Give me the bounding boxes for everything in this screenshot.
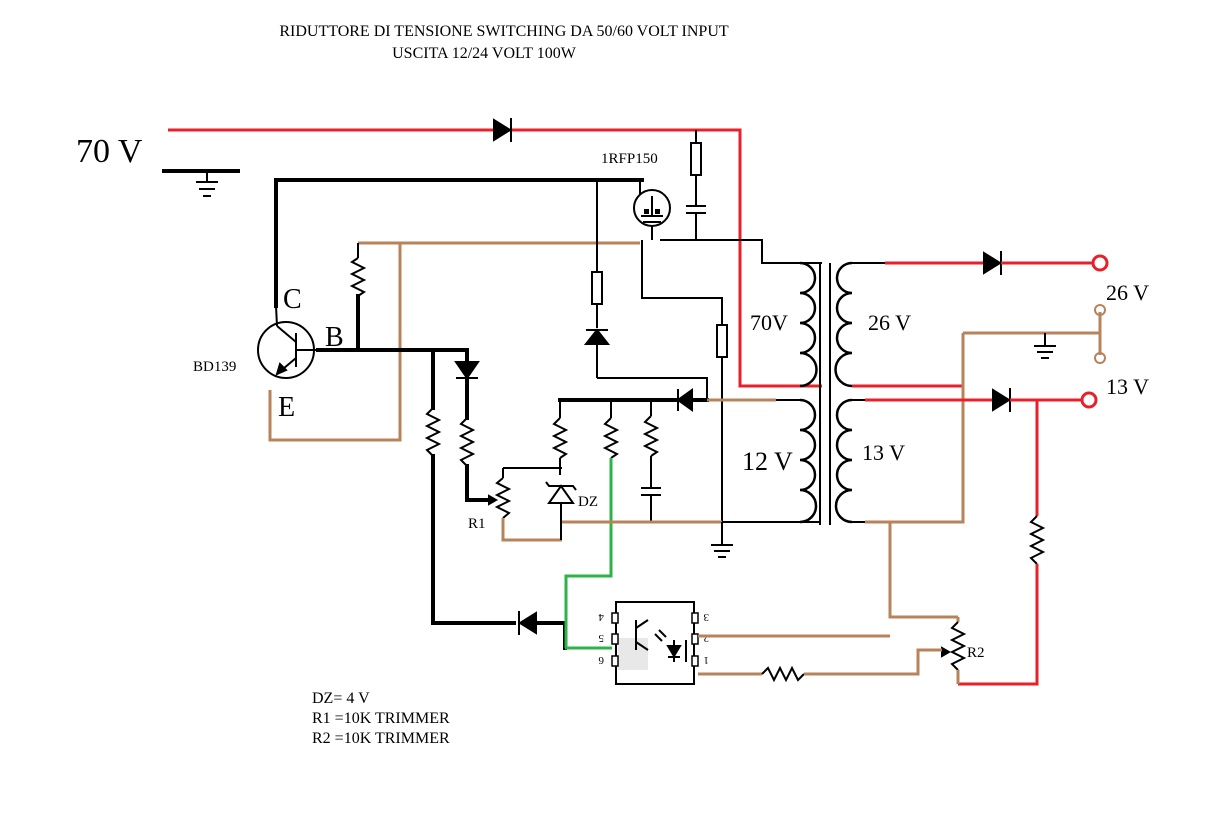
primary-70-label: 70V bbox=[750, 310, 788, 335]
note-dz: DZ= 4 V bbox=[312, 690, 370, 707]
transformer-secondary-upper bbox=[834, 261, 853, 388]
primary-12-label: 12 V bbox=[742, 447, 793, 476]
zener-label: DZ bbox=[578, 494, 598, 510]
snubber-resistor bbox=[690, 142, 702, 176]
mosfet-label: 1RFP150 bbox=[601, 151, 658, 167]
r1-feed-diode bbox=[454, 361, 480, 380]
opto-pins bbox=[611, 612, 699, 667]
cluster-resistor-2 bbox=[602, 417, 620, 459]
output-ground-icon bbox=[1034, 333, 1056, 359]
transformer-core bbox=[819, 263, 831, 525]
r1-feed-resistor bbox=[458, 417, 476, 467]
input-ground-icon bbox=[196, 171, 218, 197]
cluster-capacitor bbox=[641, 487, 661, 496]
cluster-resistor-1 bbox=[551, 417, 569, 459]
cluster-resistor-3 bbox=[642, 415, 660, 457]
input-diode bbox=[493, 118, 512, 142]
transformer-primary-upper bbox=[799, 261, 818, 388]
output-13-label: 13 V bbox=[1106, 374, 1149, 399]
transformer-secondary-lower bbox=[834, 398, 853, 524]
title-line-2: USCITA 12/24 VOLT 100W bbox=[392, 45, 577, 62]
r2-trimmer bbox=[941, 621, 967, 671]
r1-trimmer bbox=[488, 477, 512, 519]
snubber-capacitor bbox=[686, 205, 706, 214]
led-series-resistor bbox=[761, 665, 805, 683]
opto-pin-6: 6 bbox=[598, 654, 604, 666]
mosfet-icon bbox=[633, 189, 671, 227]
note-r1: R1 =10K TRIMMER bbox=[312, 710, 450, 727]
collector-label: C bbox=[283, 284, 302, 315]
opto-input-diode bbox=[518, 611, 537, 635]
r2-label: R2 bbox=[967, 645, 985, 661]
base-label: B bbox=[325, 322, 344, 353]
circuit-ground-icon bbox=[711, 544, 733, 558]
opto-pin-3: 3 bbox=[703, 611, 709, 623]
input-voltage-label: 70 V bbox=[76, 133, 143, 170]
note-r2: R2 =10K TRIMMER bbox=[312, 730, 450, 747]
secondary-26-label: 26 V bbox=[868, 310, 911, 335]
optocoupler bbox=[615, 601, 695, 685]
transformer-primary-lower bbox=[799, 398, 818, 524]
opto-pin-2: 2 bbox=[704, 632, 710, 644]
sense-resistor bbox=[1028, 515, 1046, 565]
bias-resistor bbox=[349, 257, 367, 297]
input-red-wire bbox=[168, 128, 822, 388]
chain-resistor-left bbox=[424, 407, 442, 457]
transistor-icon bbox=[257, 305, 318, 379]
transistor-label: BD139 bbox=[193, 359, 236, 375]
title-line-1: RIDUTTORE DI TENSIONE SWITCHING DA 50/60… bbox=[279, 23, 729, 40]
output-26-diode bbox=[983, 251, 1002, 275]
gate-resistor bbox=[591, 271, 603, 305]
opto-pin-1: 1 bbox=[704, 654, 710, 666]
output-26-label: 26 V bbox=[1106, 280, 1149, 305]
output-13-terminal bbox=[1080, 391, 1098, 409]
gate-diode bbox=[583, 328, 611, 345]
opto-pin-5: 5 bbox=[598, 632, 604, 644]
output-26-terminal bbox=[1091, 254, 1109, 272]
output-13-diode bbox=[992, 388, 1011, 412]
feedback-diode bbox=[676, 388, 693, 412]
secondary-13-label: 13 V bbox=[862, 440, 905, 465]
r1-label: R1 bbox=[468, 516, 486, 532]
zener-diode bbox=[545, 481, 577, 504]
opto-pin-4: 4 bbox=[598, 611, 604, 623]
source-resistor bbox=[716, 324, 728, 358]
emitter-label: E bbox=[278, 392, 295, 423]
